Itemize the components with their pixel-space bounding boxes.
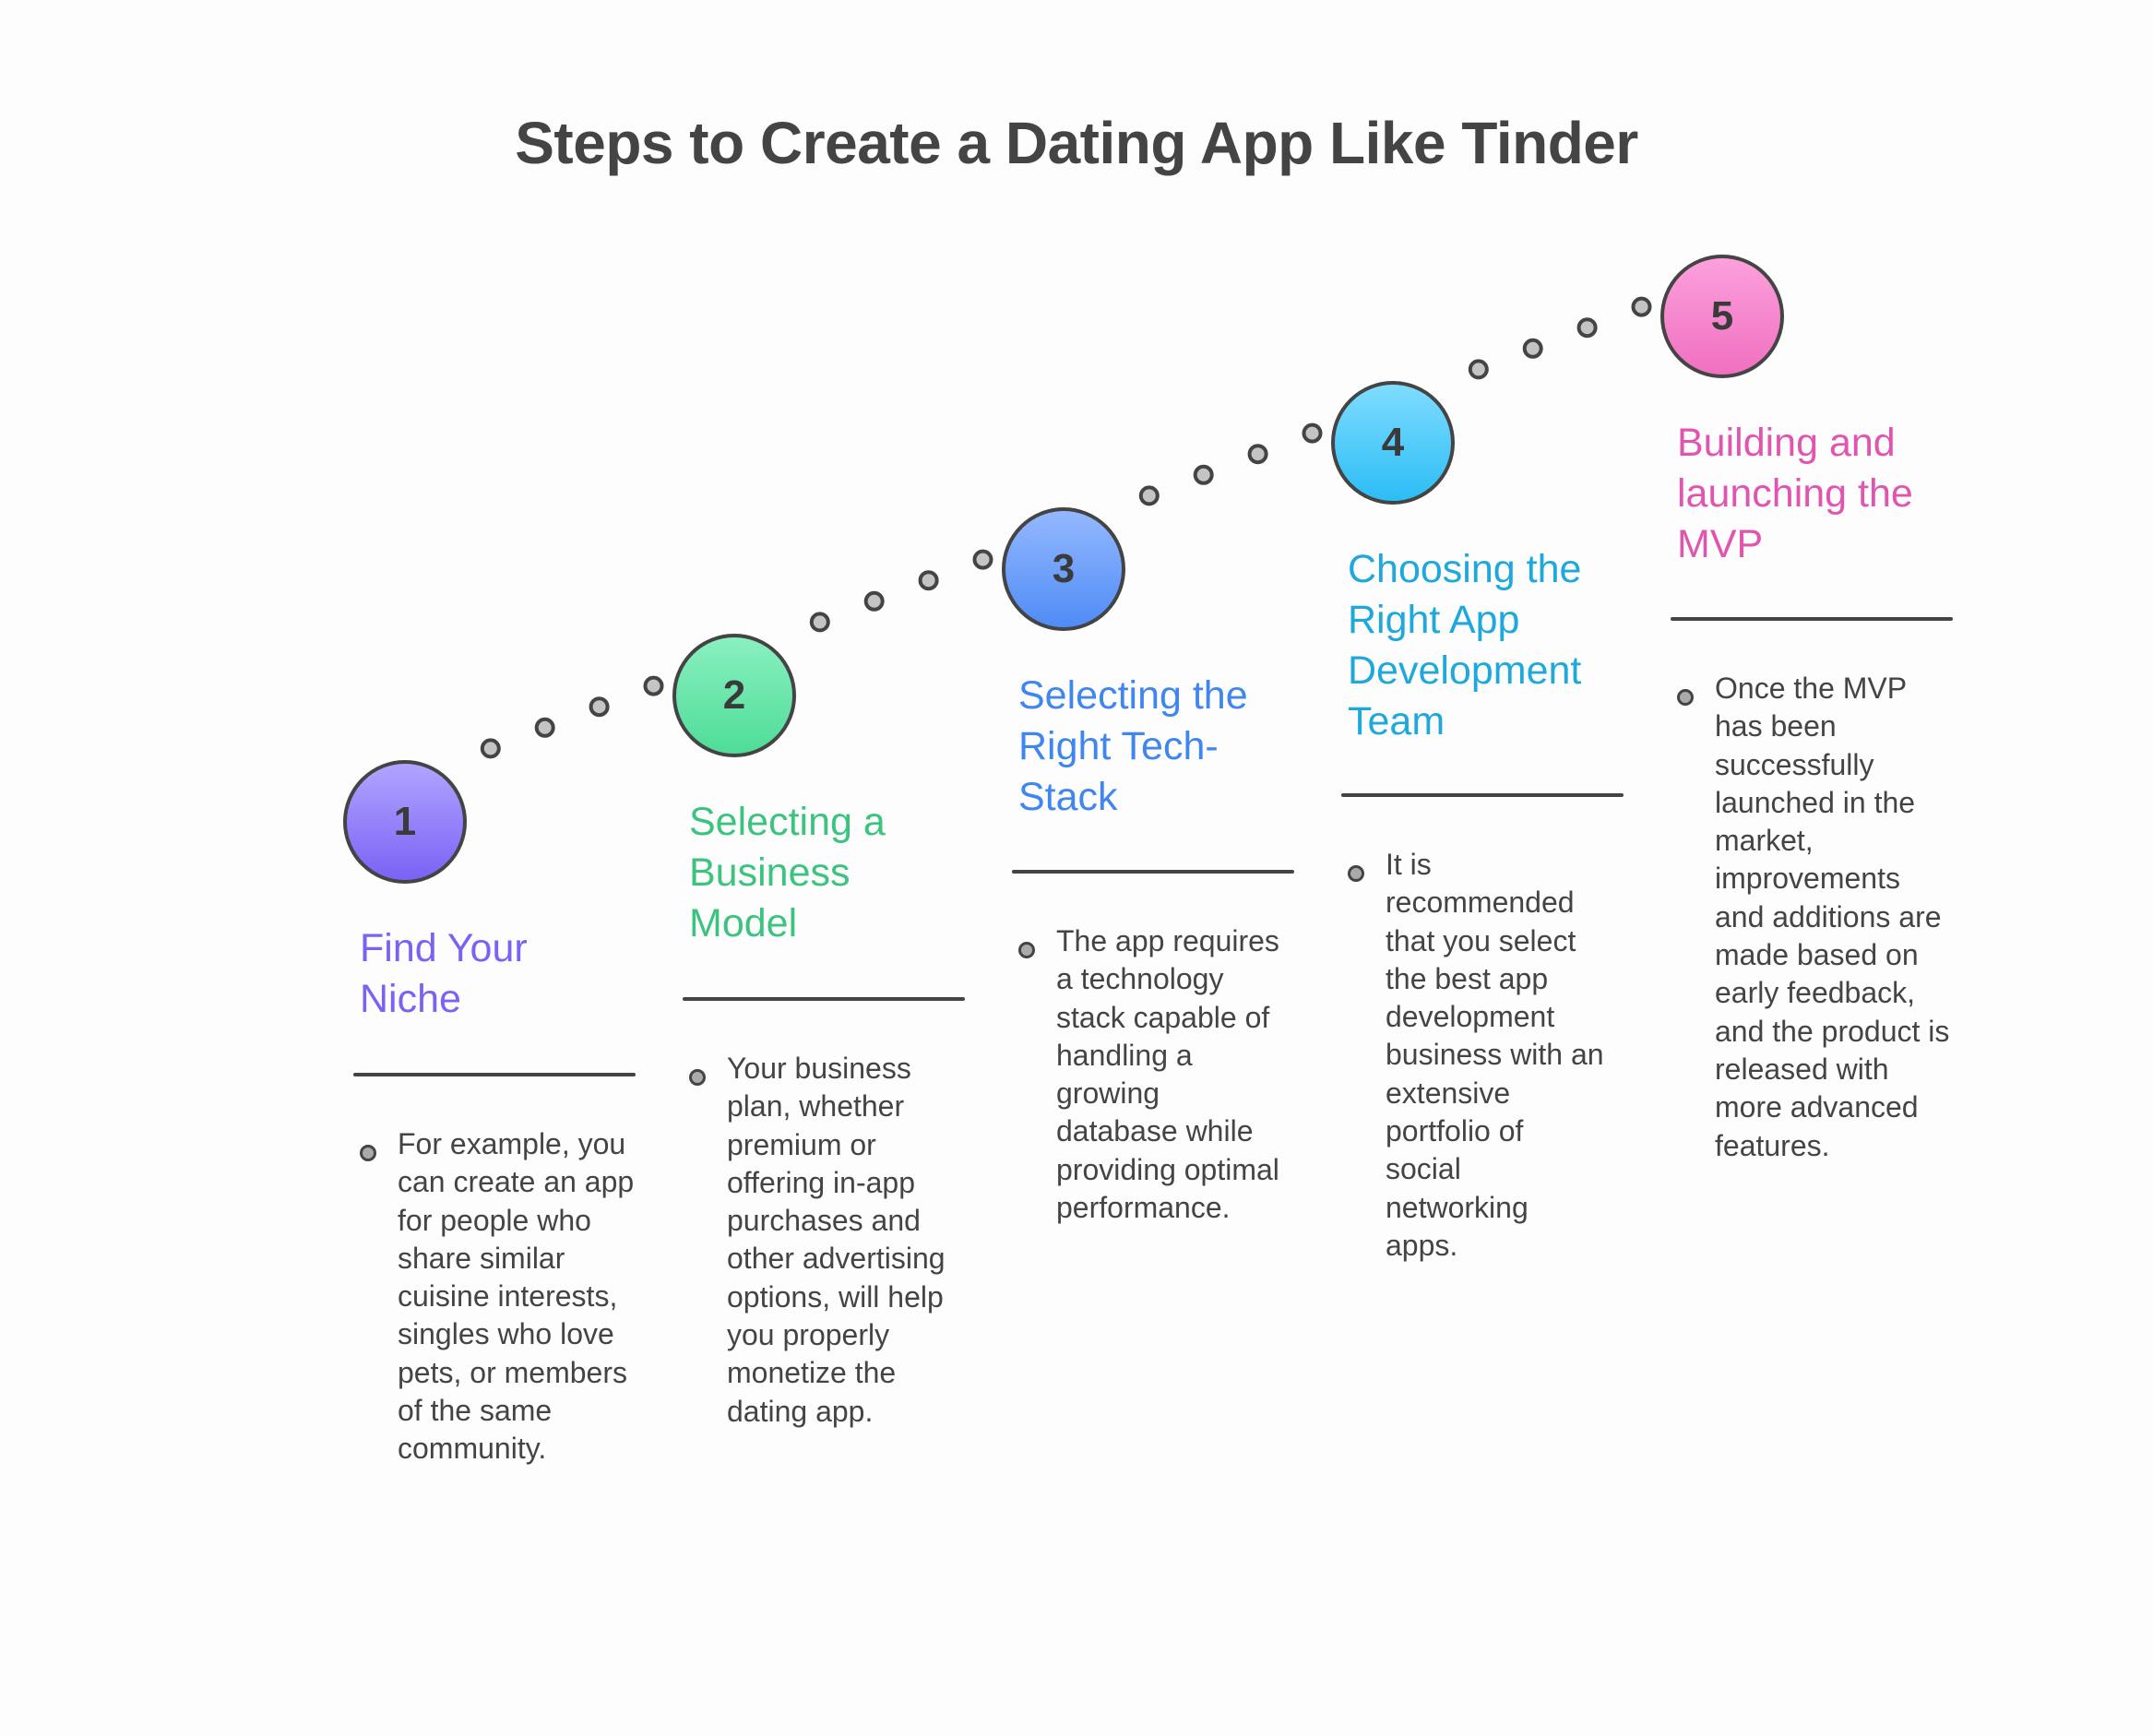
connector-dot	[1576, 317, 1598, 339]
connector-dot	[1247, 444, 1268, 465]
step-5-description: Once the MVP has been successfully launc…	[1715, 672, 1950, 1162]
step-3-number: 3	[1052, 546, 1076, 591]
step-2-heading: Selecting a Business Model	[689, 800, 886, 945]
step-1-bullet-icon	[360, 1145, 376, 1161]
step-4-circle: 4	[1331, 381, 1455, 505]
step-5-bullet-icon	[1677, 689, 1694, 706]
connector-dot	[809, 612, 830, 633]
step-2-circle: 2	[672, 634, 796, 757]
connector-dot	[1522, 338, 1543, 359]
step-3-heading: Selecting the Right Tech-Stack	[1018, 673, 1248, 819]
step-4-heading: Choosing the Right App Development Team	[1348, 547, 1582, 743]
step-3-circle: 3	[1002, 507, 1125, 631]
connector-dot	[1138, 485, 1160, 506]
connector-dot	[643, 675, 664, 696]
connector-dot	[1631, 296, 1652, 317]
step-5-circle: 5	[1660, 255, 1784, 378]
step-4-divider	[1341, 793, 1624, 797]
step-5-number: 5	[1710, 293, 1734, 339]
step-4-description: It is recommended that you select the be…	[1386, 848, 1604, 1262]
step-3-divider	[1012, 870, 1294, 874]
connector-dot	[589, 696, 610, 718]
step-2-description: Your business plan, whether premium or o…	[727, 1052, 946, 1428]
step-3-description: The app requires a technology stack capa…	[1056, 924, 1279, 1225]
step-1-heading: Find Your Niche	[360, 926, 528, 1021]
connector-dot	[534, 717, 555, 738]
step-1-circle: 1	[343, 760, 467, 884]
connector-dot	[1468, 359, 1489, 380]
step-5-heading: Building and launching the MVP	[1677, 421, 1913, 566]
step-1-number: 1	[393, 799, 417, 844]
step-2-divider	[683, 997, 965, 1001]
connector-dot	[1302, 422, 1323, 444]
step-2-number: 2	[722, 672, 746, 718]
step-1-divider	[353, 1073, 636, 1076]
connector-dot	[480, 738, 501, 759]
step-3-bullet-icon	[1018, 942, 1035, 958]
step-2-bullet-icon	[689, 1069, 706, 1086]
connector-dot	[918, 570, 939, 591]
step-1-description: For example, you can create an app for p…	[398, 1127, 635, 1466]
connector-dot	[1193, 464, 1214, 485]
step-5-divider	[1671, 617, 1953, 621]
connector-dot	[972, 549, 993, 570]
step-4-number: 4	[1381, 420, 1405, 465]
step-4-bullet-icon	[1348, 865, 1364, 882]
diagram-title: Steps to Create a Dating App Like Tinder	[515, 110, 1638, 176]
connector-dot	[863, 590, 885, 612]
